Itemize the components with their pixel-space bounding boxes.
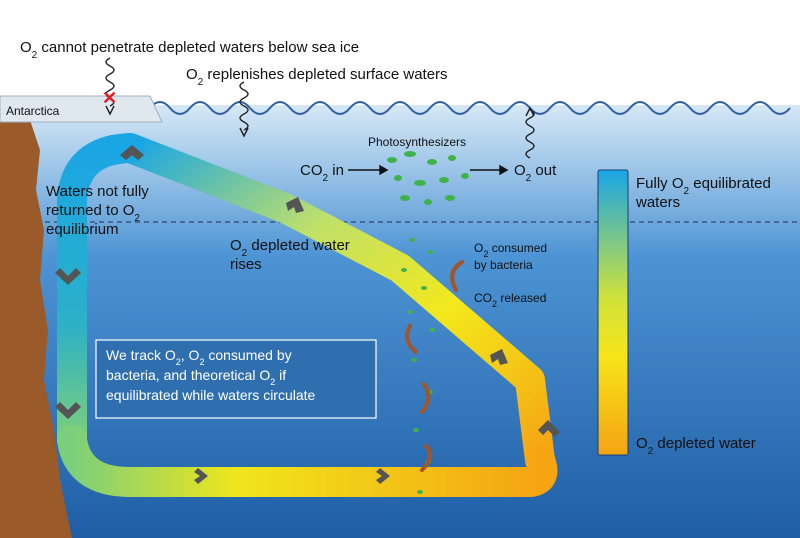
sky (0, 0, 800, 105)
phytoplankton-icon (448, 155, 456, 161)
chevron-icon (120, 145, 144, 160)
depleted-rises-label: O2 depleted water rises (230, 237, 354, 273)
circulation-loop (57, 133, 558, 497)
phytoplankton-icon (421, 286, 427, 290)
antarctica-label: Antarctica (6, 104, 60, 118)
sea-ice-shelf (0, 95, 163, 123)
chevron-icon (55, 402, 81, 419)
phytoplankton-icon (445, 195, 455, 201)
phytoplankton-icon (417, 490, 423, 494)
phytoplankton-icon (400, 195, 410, 201)
flow-chevrons (55, 145, 560, 484)
chevron-icon (55, 268, 81, 285)
wavy-arrow-icon (525, 109, 535, 159)
surface-replenish-label: O2 replenishes depleted surface waters (186, 66, 448, 88)
exchange-arrows (348, 164, 509, 176)
bacteria-arc-icon (420, 382, 431, 414)
phytoplankton-icon (414, 180, 426, 186)
bacteria-arcs (405, 260, 464, 472)
phytoplankton-icon (427, 250, 433, 254)
o2-out-label: O2 out (514, 162, 557, 184)
phytoplankton-icon (429, 328, 435, 332)
legend-bottom-label: O2 depleted water (636, 435, 756, 457)
photosynthesizers-label: Photosynthesizers (368, 135, 466, 149)
chevron-icon (538, 420, 560, 437)
consumed-by-bacteria-label: O2 consumed by bacteria (474, 241, 550, 272)
chevron-icon (286, 197, 304, 213)
wavy-arrow-icon (239, 81, 249, 131)
chevron-icon (490, 349, 508, 365)
phytoplankton-icon (461, 173, 469, 179)
bacteria-arc-icon (420, 444, 433, 472)
bacteria-arc-icon (450, 260, 464, 292)
phytoplankton-icon (411, 358, 417, 362)
phytoplankton-icon (404, 151, 416, 157)
wavy-arrow-icon (105, 57, 115, 107)
phytoplankton-cluster (387, 151, 469, 494)
legend-bar (597, 169, 629, 456)
wavy-arrows (105, 57, 535, 159)
not-returned-label: Waters not fully returned to O2 equilibr… (46, 183, 153, 238)
phytoplankton-icon (413, 428, 419, 432)
chevron-icon (376, 468, 390, 484)
legend-top-label: Fully O2 equilibrated waters (635, 175, 775, 211)
antarctica-land (0, 118, 72, 538)
phytoplankton-icon (409, 238, 415, 242)
surface-waves (149, 101, 791, 115)
chevron-icon (194, 468, 208, 484)
phytoplankton-icon (407, 310, 413, 314)
x-mark-icon: ✕ (102, 88, 117, 108)
co2-released-label: CO2 released (474, 291, 546, 309)
phytoplankton-icon (394, 175, 402, 181)
note-box (95, 339, 377, 419)
phytoplankton-icon (427, 159, 437, 165)
bacteria-arc-icon (405, 324, 418, 354)
phytoplankton-icon (439, 177, 449, 183)
track-note-text: We track O2, O2 consumed by bacteria, an… (106, 347, 316, 403)
phytoplankton-icon (424, 199, 432, 205)
sea-ice-block-label: O2 cannot penetrate depleted waters belo… (20, 39, 359, 61)
phytoplankton-icon (387, 157, 397, 163)
co2-in-label: CO2 in (300, 162, 344, 184)
phytoplankton-icon (401, 268, 407, 272)
